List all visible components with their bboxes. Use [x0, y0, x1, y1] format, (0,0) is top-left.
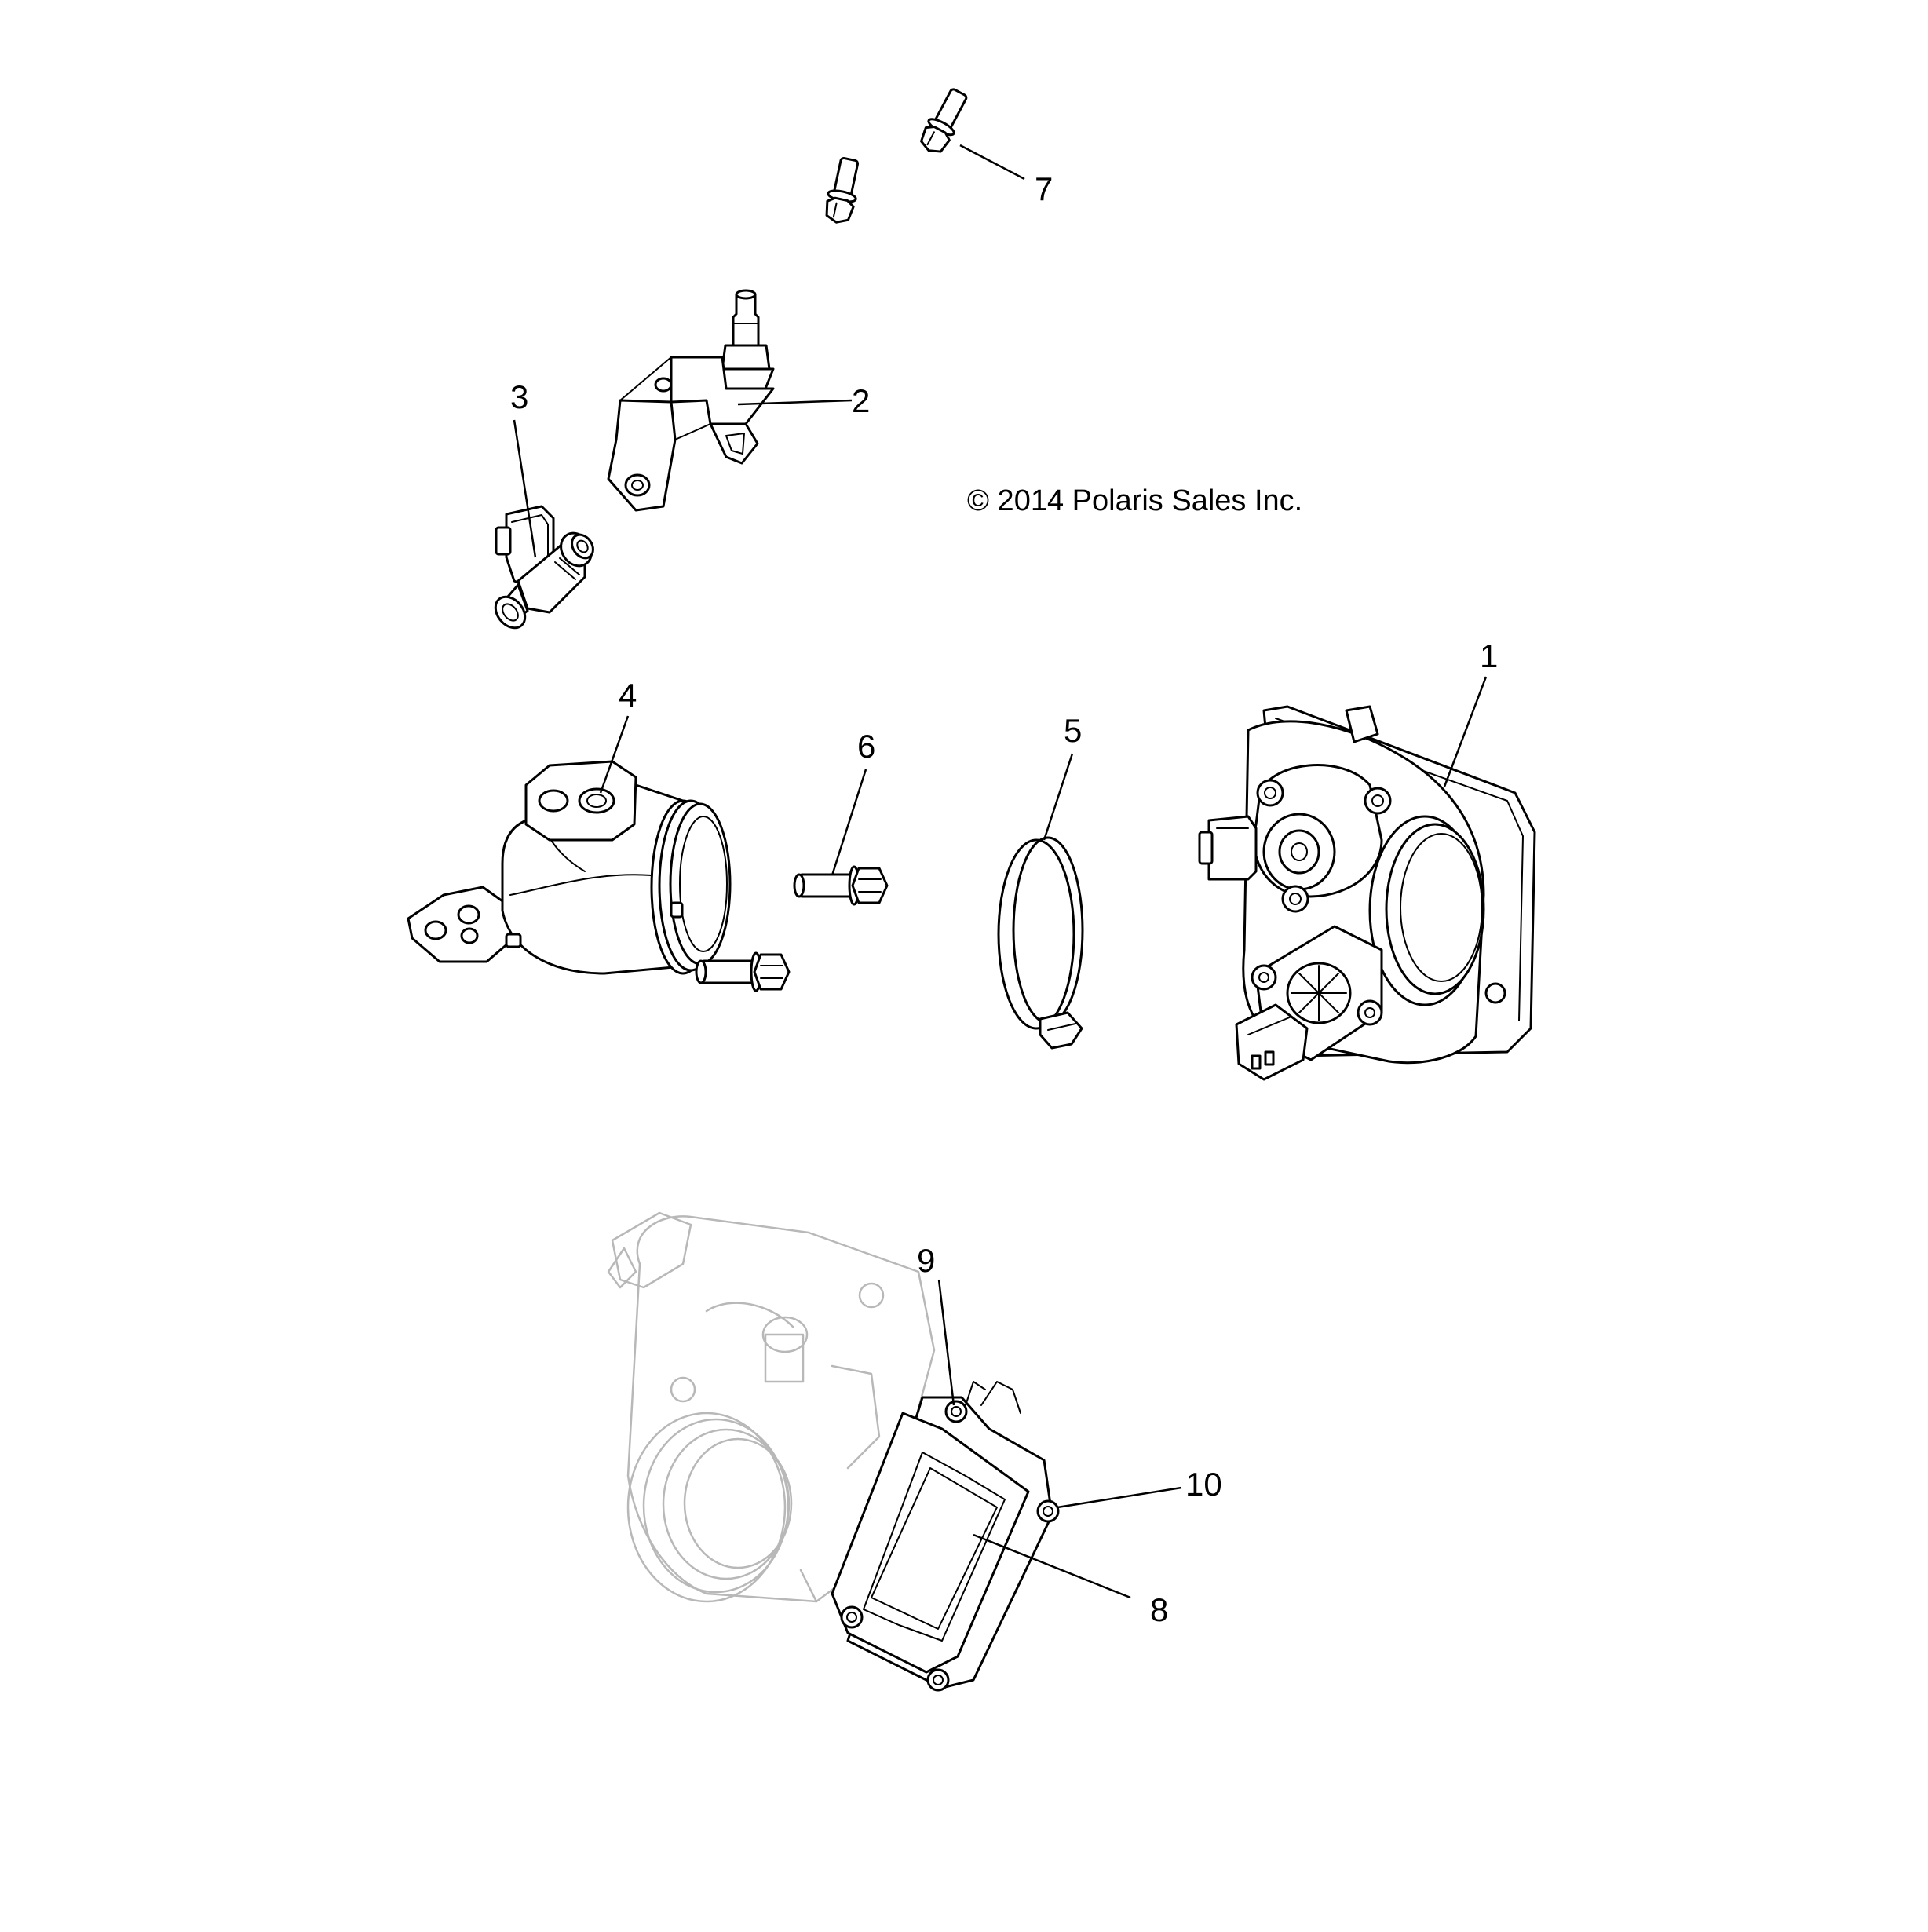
callout-2: 2 — [852, 382, 870, 419]
leader-2 — [737, 399, 853, 406]
part-3-injector — [494, 505, 594, 630]
callout-6: 6 — [857, 728, 875, 765]
leader-9 — [937, 1279, 955, 1406]
part-1-throttle-body — [1198, 705, 1536, 1081]
callout-4: 4 — [619, 677, 637, 714]
callout-3: 3 — [510, 378, 528, 415]
leader-4 — [599, 715, 630, 794]
part-7-bolts — [825, 88, 968, 224]
copyright-text: © 2014 Polaris Sales Inc. — [967, 484, 1302, 517]
leader-3 — [513, 419, 537, 558]
bolt-upper — [920, 88, 968, 153]
assembly-view-throttle-body-ghost — [607, 1211, 936, 1603]
part-2-fuel-rail — [607, 289, 775, 512]
callout-1: 1 — [1480, 637, 1498, 674]
leader-1 — [1443, 676, 1488, 787]
callout-7: 7 — [1035, 170, 1053, 207]
callout-10: 10 — [1185, 1466, 1222, 1503]
bolt-lower — [825, 156, 860, 224]
leader-6 — [831, 769, 867, 876]
callout-5: 5 — [1064, 712, 1082, 749]
part-5-clamp — [997, 836, 1084, 1050]
callout-9: 9 — [917, 1242, 935, 1279]
tps-sunburst — [1291, 965, 1347, 1021]
leader-7 — [959, 144, 1025, 181]
leader-lines — [513, 144, 1488, 1599]
part-8-gasket-plate — [831, 1381, 1053, 1689]
leader-8 — [973, 1533, 1131, 1599]
leader-5 — [1043, 753, 1074, 841]
callout-labels: 7 2 3 4 6 5 1 9 10 8 — [510, 170, 1498, 1628]
bolt-6-upper — [793, 865, 889, 906]
bolt-6-lower — [695, 951, 791, 992]
callout-8: 8 — [1150, 1591, 1168, 1628]
part-6-bolts — [695, 865, 889, 992]
leader-10 — [1057, 1486, 1182, 1509]
part-9-10-fasteners — [840, 1400, 1060, 1692]
part-4-intake-adapter — [407, 760, 732, 975]
